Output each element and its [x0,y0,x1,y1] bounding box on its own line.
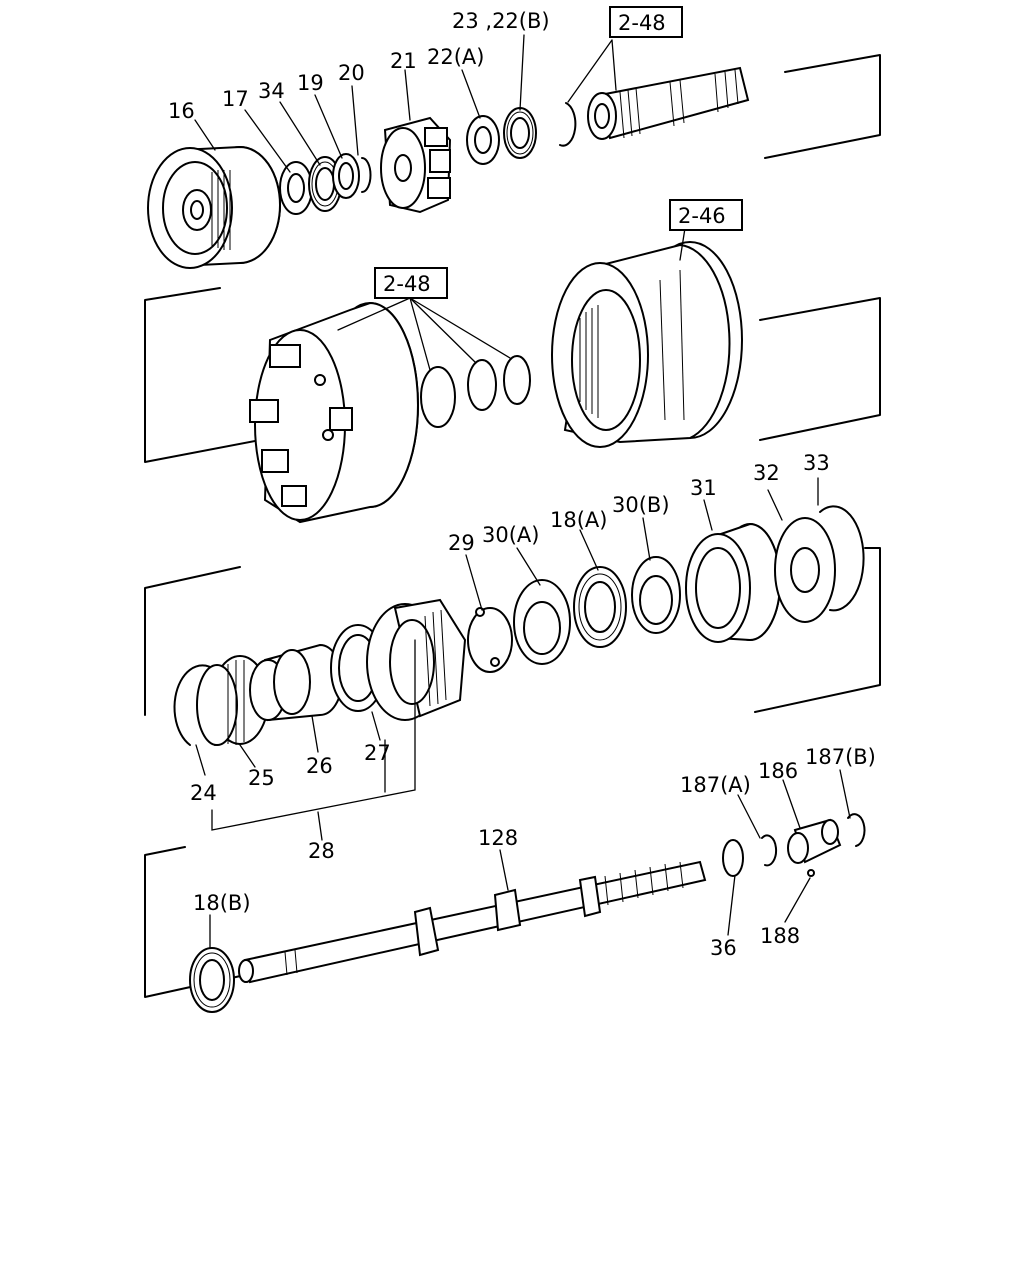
ref-box-2-48-mid[interactable]: 2-48 [374,267,448,299]
row3-frame [144,547,881,716]
ref-2-48-mid-text: 2-48 [383,272,431,296]
label-18a: 18(A) [550,508,607,532]
ref-2-48-top-text: 2-48 [618,11,666,35]
part-34-thrust-bearing [308,156,342,212]
snap-rings-row2 [420,355,531,428]
part-30a-washer [513,579,571,665]
label-22a: 22(A) [427,45,484,69]
part-17-washer [279,161,313,215]
sun-gear-shaft-top [587,66,750,140]
part-186-collar [787,818,842,864]
label-29: 29 [448,531,475,555]
ref-2-46-text: 2-46 [678,204,726,228]
leader-lines [194,34,851,951]
part-23-22b-bearing [503,107,537,159]
ref-box-2-46[interactable]: 2-46 [669,199,743,231]
part-29-thrust-plate [467,607,513,673]
row2-frame [144,287,881,463]
label-32: 32 [753,461,780,485]
label-33: 33 [803,451,830,475]
label-36: 36 [710,936,737,960]
label-24: 24 [190,781,217,805]
part-187b-snap-ring [847,813,866,847]
snap-ring-top [559,102,577,147]
label-128: 128 [478,826,518,850]
part-32-flange [774,517,836,623]
label-187b: 187(B) [805,745,876,769]
label-18b: 18(B) [193,891,251,915]
part-18a-bearing [573,566,627,648]
label-34: 34 [258,79,285,103]
clutch-drum-2-46 [551,241,743,448]
label-17: 17 [222,87,249,111]
part-188-pin [807,869,815,877]
part-22a-washer [466,115,500,165]
label-19: 19 [297,71,324,95]
part-19-washer [332,153,360,199]
part-16-clutch-drum [147,145,281,269]
part-18b-bearing [189,947,235,1013]
part-31-ring-gear [685,522,781,643]
label-23-22b: 23 ,22(B) [452,9,550,33]
label-28: 28 [308,839,335,863]
label-21: 21 [390,49,417,73]
label-31: 31 [690,476,717,500]
part-21-planet-carrier [380,116,452,214]
part-36-snap-ring [722,839,744,877]
label-187a: 187(A) [680,773,751,797]
ref-box-2-48-top[interactable]: 2-48 [609,6,683,38]
label-20: 20 [338,61,365,85]
row1-frame [764,54,881,159]
part-28-planet-assembly [366,598,467,721]
part-20-snap-ring [361,157,372,193]
part-187a-snap-ring [761,834,778,867]
label-27: 27 [364,741,391,765]
part-33-snap-ring [819,505,865,612]
label-30a: 30(A) [482,523,539,547]
label-186: 186 [758,759,798,783]
part-labels: 16 17 34 19 20 21 22(A) 23 ,22(B) 29 30(… [168,9,876,960]
label-26: 26 [306,754,333,778]
label-188: 188 [760,924,800,948]
label-30b: 30(B) [612,493,670,517]
label-25: 25 [248,766,275,790]
label-16: 16 [168,99,195,123]
part-30b-washer [631,556,681,634]
part-26-sleeve [249,643,343,722]
part-128-main-shaft [238,860,707,984]
clutch-hub-row2 [249,301,419,524]
